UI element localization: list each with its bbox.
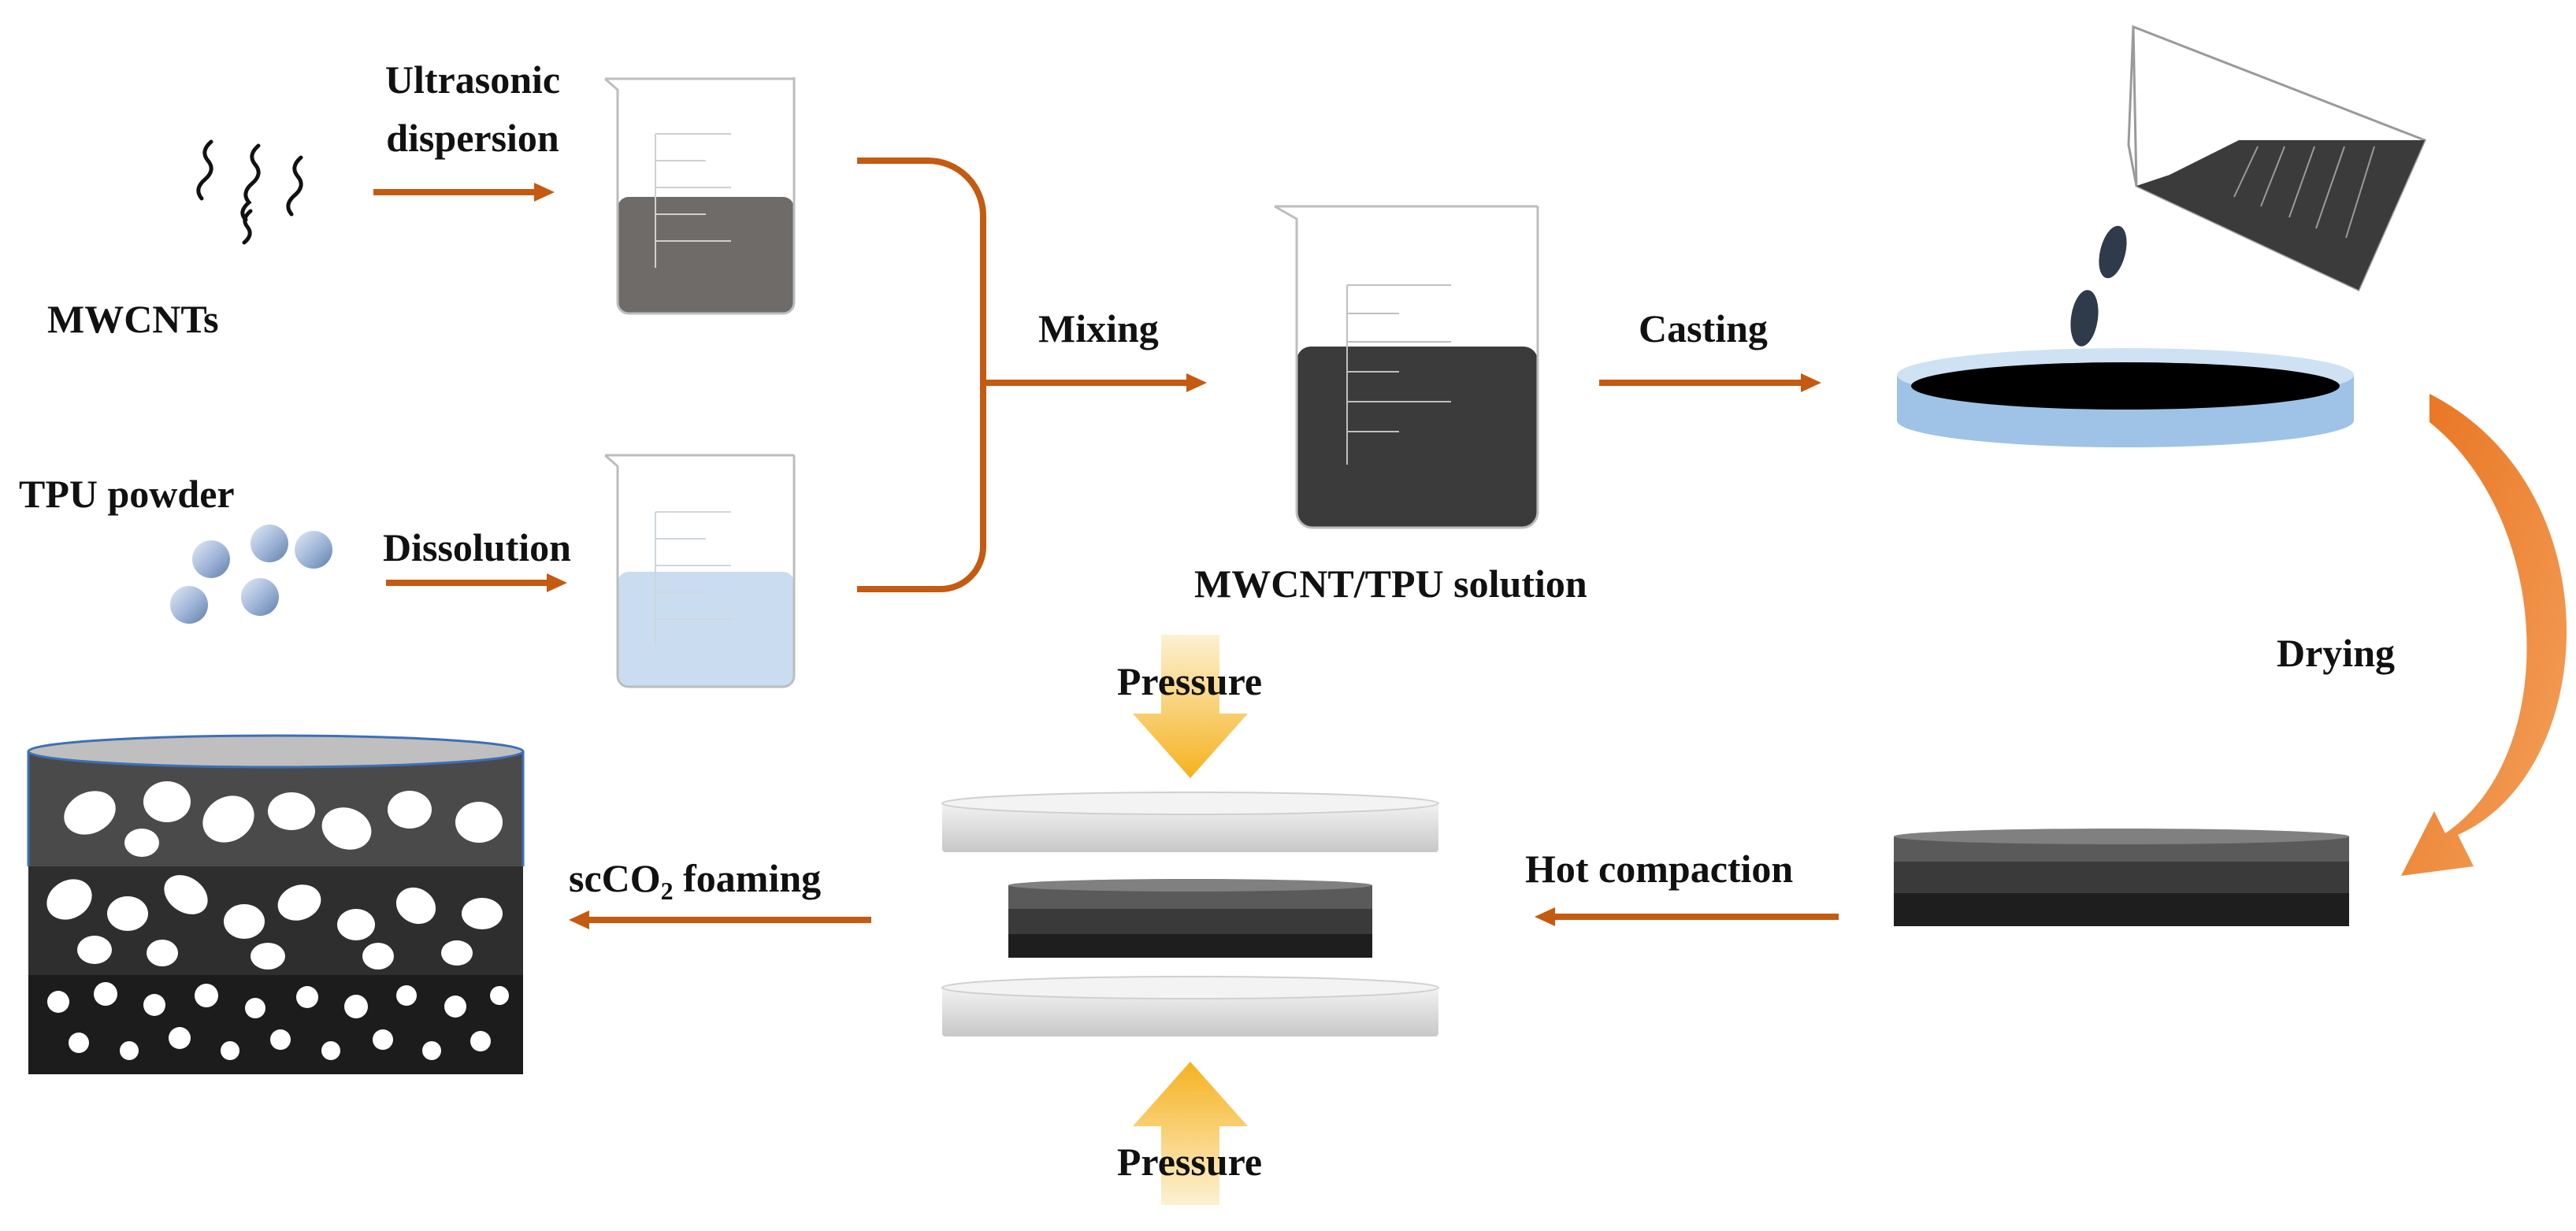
label-ultrasonic-line2: dispersion xyxy=(386,116,559,160)
beaker-dispersion xyxy=(604,77,796,315)
label-pressure-top: Pressure xyxy=(1116,659,1263,703)
label-dissolution: Dissolution xyxy=(383,525,571,569)
label-sco2-foaming: scCO2 foaming xyxy=(569,855,822,903)
pressure-arrow-up xyxy=(1133,1062,1248,1205)
label-sco2-subscript: 2 xyxy=(660,877,674,905)
press-stack xyxy=(941,792,1439,1036)
label-drying: Drying xyxy=(2277,631,2395,675)
mwcnt-tubes xyxy=(196,139,303,245)
label-mixing: Mixing xyxy=(1038,306,1159,350)
pouring-beaker xyxy=(2127,24,2427,292)
label-casting: Casting xyxy=(1639,306,1768,350)
label-pressure-bottom: Pressure xyxy=(1116,1140,1263,1184)
label-hot-compaction: Hot compaction xyxy=(1525,847,1794,891)
label-solution: MWCNT/TPU solution xyxy=(1194,562,1587,606)
beaker-mwcnt-tpu-solution xyxy=(1274,205,1539,529)
label-sco2-suffix: foaming xyxy=(673,856,822,900)
label-ultrasonic-line1: Ultrasonic xyxy=(384,57,561,102)
label-mwcnts: MWCNTs xyxy=(47,297,219,341)
petri-dish xyxy=(1897,348,2354,447)
tpu-beads xyxy=(170,525,332,624)
drops xyxy=(2070,225,2127,347)
drying-arrow xyxy=(2401,394,2567,876)
label-tpu-powder: TPU powder xyxy=(19,472,235,516)
dried-film xyxy=(1894,829,2349,926)
pressure-arrow-down xyxy=(1133,635,1248,778)
label-sco2-prefix: scCO xyxy=(569,856,661,900)
beaker-dissolution xyxy=(604,454,796,688)
process-arrows xyxy=(373,158,1839,929)
foam-block xyxy=(27,734,525,1074)
